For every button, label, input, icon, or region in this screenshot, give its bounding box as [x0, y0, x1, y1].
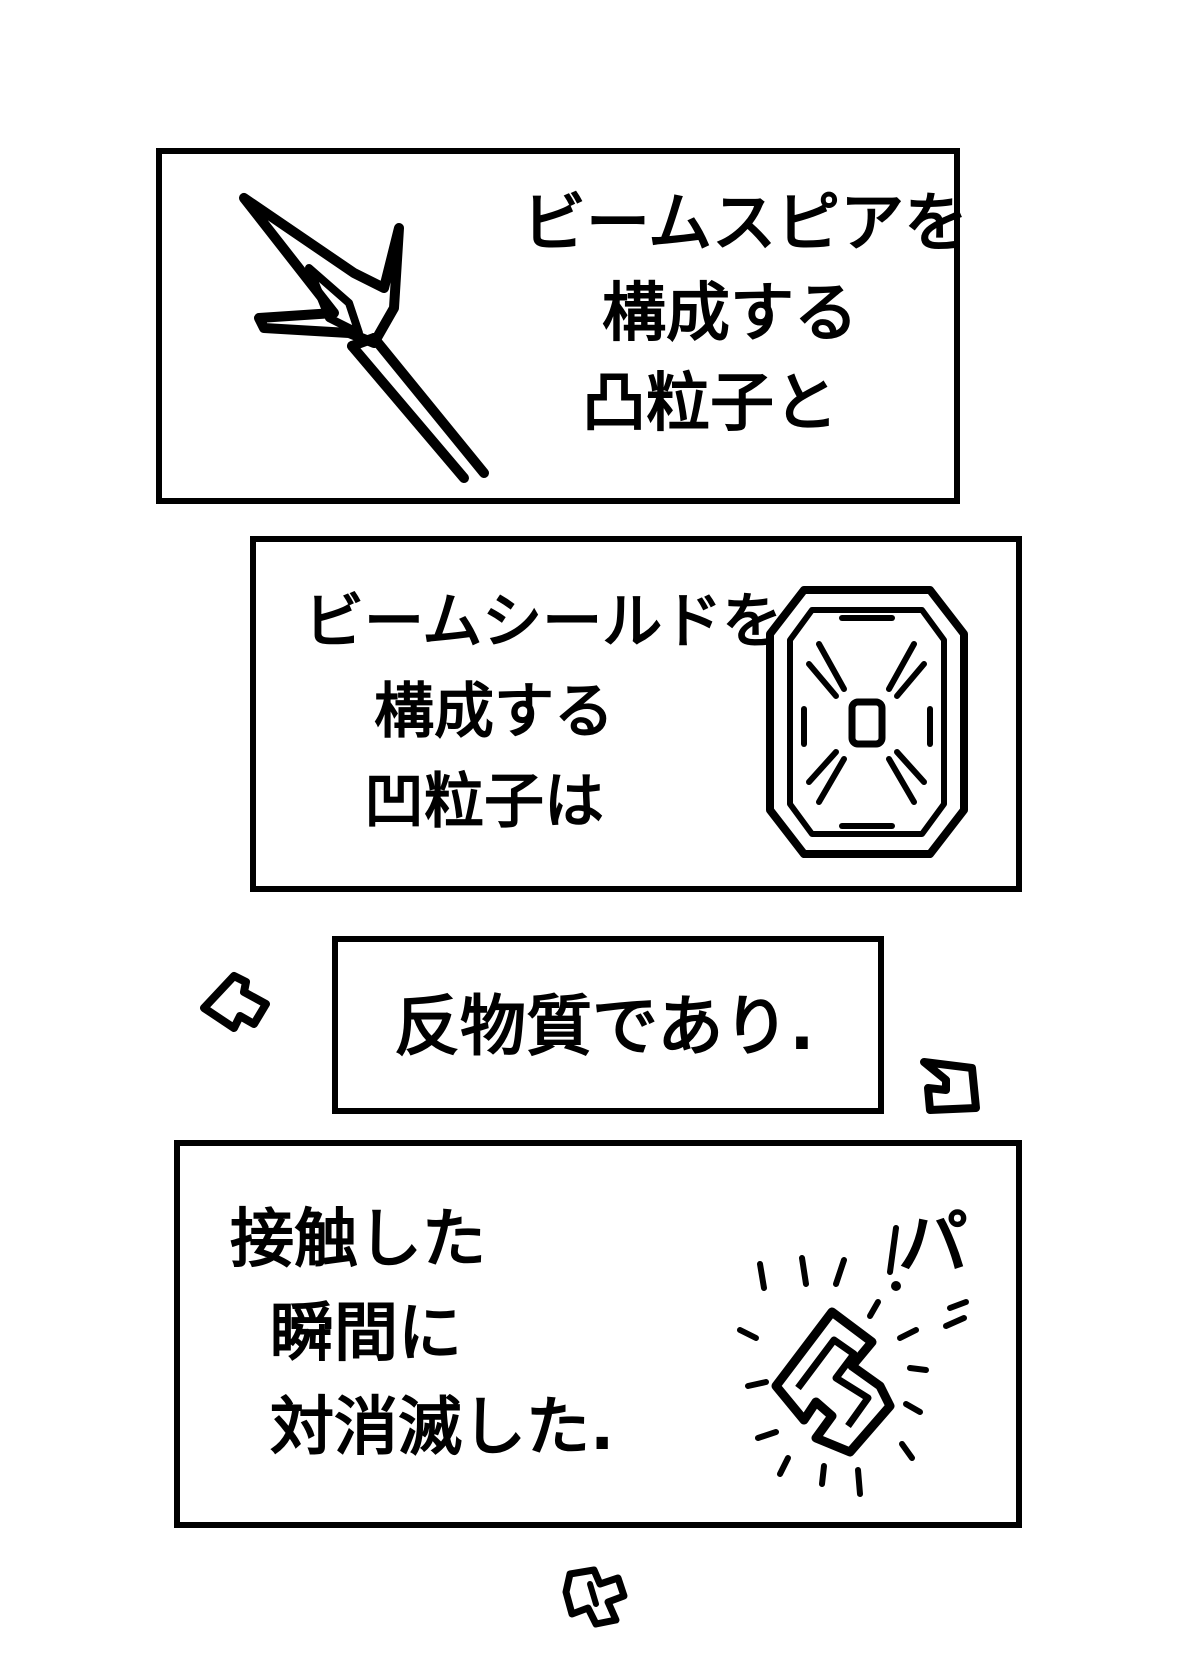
panel-4-line-1: 接触した	[230, 1203, 486, 1277]
panel-1-text: ビームスピアを 構成する 凸粒子と	[522, 192, 968, 436]
panel-1: ビームスピアを 構成する 凸粒子と	[156, 148, 968, 504]
panel-1-line-2: 構成する	[602, 277, 858, 351]
panel-1-line-1: ビームスピアを	[522, 187, 969, 261]
panel-1-line-3: 凸粒子と	[582, 367, 838, 441]
panel-2-text: ビームシールドを 構成する 凹粒子は	[304, 592, 782, 832]
panel-4: 接触した 瞬間に 対消滅した. パ	[174, 1140, 1022, 1528]
annihilation-burst-icon	[720, 1206, 980, 1506]
panel-4-line-2: 瞬間に	[270, 1297, 462, 1371]
convex-particle-icon	[198, 966, 276, 1036]
panel-3: 反物質であり.	[332, 936, 884, 1114]
concave-particle-icon	[916, 1052, 984, 1118]
panel-4-line-3: 対消滅した.	[270, 1391, 615, 1465]
panel-2-line-1: ビームシールドを	[304, 587, 783, 657]
panel-4-text: 接触した 瞬間に 対消滅した.	[230, 1208, 614, 1460]
beam-shield-icon	[764, 584, 970, 860]
panel-2: ビームシールドを 構成する 凹粒子は	[250, 536, 1022, 892]
sound-effect-pa: パ	[898, 1202, 968, 1284]
beam-spear-icon	[234, 178, 514, 498]
panel-3-line-1: 反物質であり.	[394, 988, 815, 1065]
panel-2-line-3: 凹粒子は	[364, 767, 604, 837]
panel-2-line-2: 構成する	[374, 677, 614, 747]
panel-3-text: 反物質であり.	[394, 994, 814, 1060]
particle-fragment-icon	[560, 1562, 634, 1632]
